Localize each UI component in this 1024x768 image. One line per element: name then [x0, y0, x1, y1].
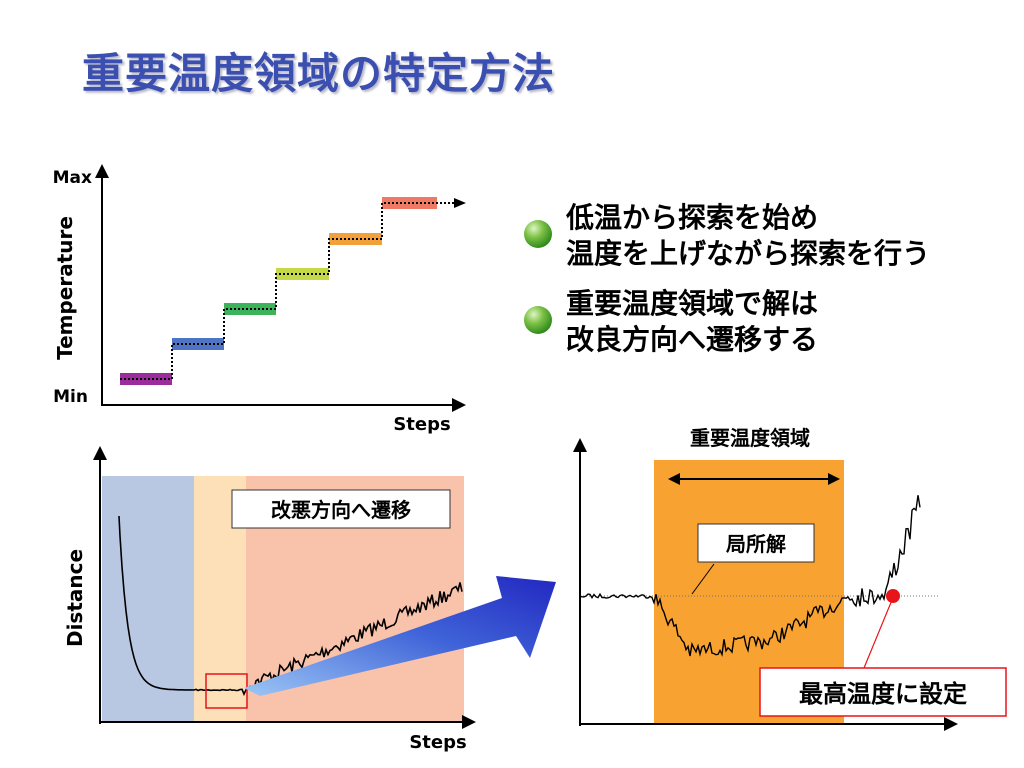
- distance-y-arrow: [93, 446, 107, 460]
- bullet-line: 改良方向へ遷移する: [566, 323, 819, 356]
- region-width-arrow-left: [668, 473, 680, 485]
- temperature-step-4: [276, 268, 329, 280]
- max-temperature-marker: [886, 589, 900, 603]
- green-ball-icon: [524, 220, 552, 248]
- distance-y-axis-label: Distance: [63, 549, 87, 647]
- local-solution-label: 局所解: [725, 532, 786, 556]
- zoom-selection-box: [205, 673, 248, 709]
- zoom-x-arrow: [944, 717, 958, 731]
- temperature-step-path: [120, 202, 458, 380]
- temperature-y-min-label: Min: [53, 387, 88, 407]
- bullet-item: 低温から探索を始め 温度を上げながら探索を行う: [522, 200, 1012, 272]
- local-solution-box: [697, 523, 815, 563]
- temperature-x-arrow: [452, 398, 466, 412]
- temperature-continue-arrow: [454, 198, 466, 208]
- distance-x-axis-label: Steps: [409, 732, 466, 753]
- local-solution-pointer: [691, 563, 715, 595]
- region-width-arrow-right: [828, 473, 840, 485]
- green-ball-icon: [524, 306, 552, 334]
- set-max-label: 最高温度に設定: [799, 680, 967, 708]
- set-max-pointer: [863, 599, 893, 669]
- distance-x-arrow: [462, 715, 476, 729]
- worsening-callout: 改悪方向へ遷移: [271, 498, 411, 522]
- temperature-y-max-label: Max: [53, 168, 92, 188]
- distance-diagram: Distance Steps 改悪方向へ遷移: [63, 446, 476, 753]
- temperature-x-axis-label: Steps: [393, 414, 450, 435]
- low-temperature-region: [102, 476, 194, 722]
- slide-title: 重要温度領域の特定方法: [82, 49, 556, 98]
- bullet-list: 低温から探索を始め 温度を上げながら探索を行う 重要温度領域で解は 改良方向へ遷…: [522, 200, 1012, 372]
- zoom-arrow: [244, 576, 556, 696]
- important-region-label: 重要温度領域: [690, 426, 810, 450]
- set-max-box: [759, 667, 1007, 717]
- temperature-y-arrow: [95, 164, 109, 178]
- temperature-y-axis-label: Temperature: [53, 216, 77, 360]
- zoom-distance-curve: [579, 495, 921, 657]
- callout-box: [231, 489, 451, 529]
- temperature-step-5: [329, 233, 382, 245]
- zoom-y-arrow: [573, 438, 587, 452]
- distance-curve: [118, 515, 463, 697]
- bullet-line: 低温から探索を始め: [566, 201, 819, 234]
- bullet-line: 重要温度領域で解は: [566, 287, 819, 320]
- bullet-line: 温度を上げながら探索を行う: [566, 237, 931, 270]
- zoom-arrow-shape: [244, 576, 556, 696]
- temperature-steps: [120, 197, 437, 385]
- zoom-diagram: 重要温度領域 局所解 最高温度に設定: [573, 426, 1007, 731]
- bullet-item: 重要温度領域で解は 改良方向へ遷移する: [522, 286, 1012, 358]
- temperature-diagram: Max Min Temperature Steps: [53, 164, 466, 435]
